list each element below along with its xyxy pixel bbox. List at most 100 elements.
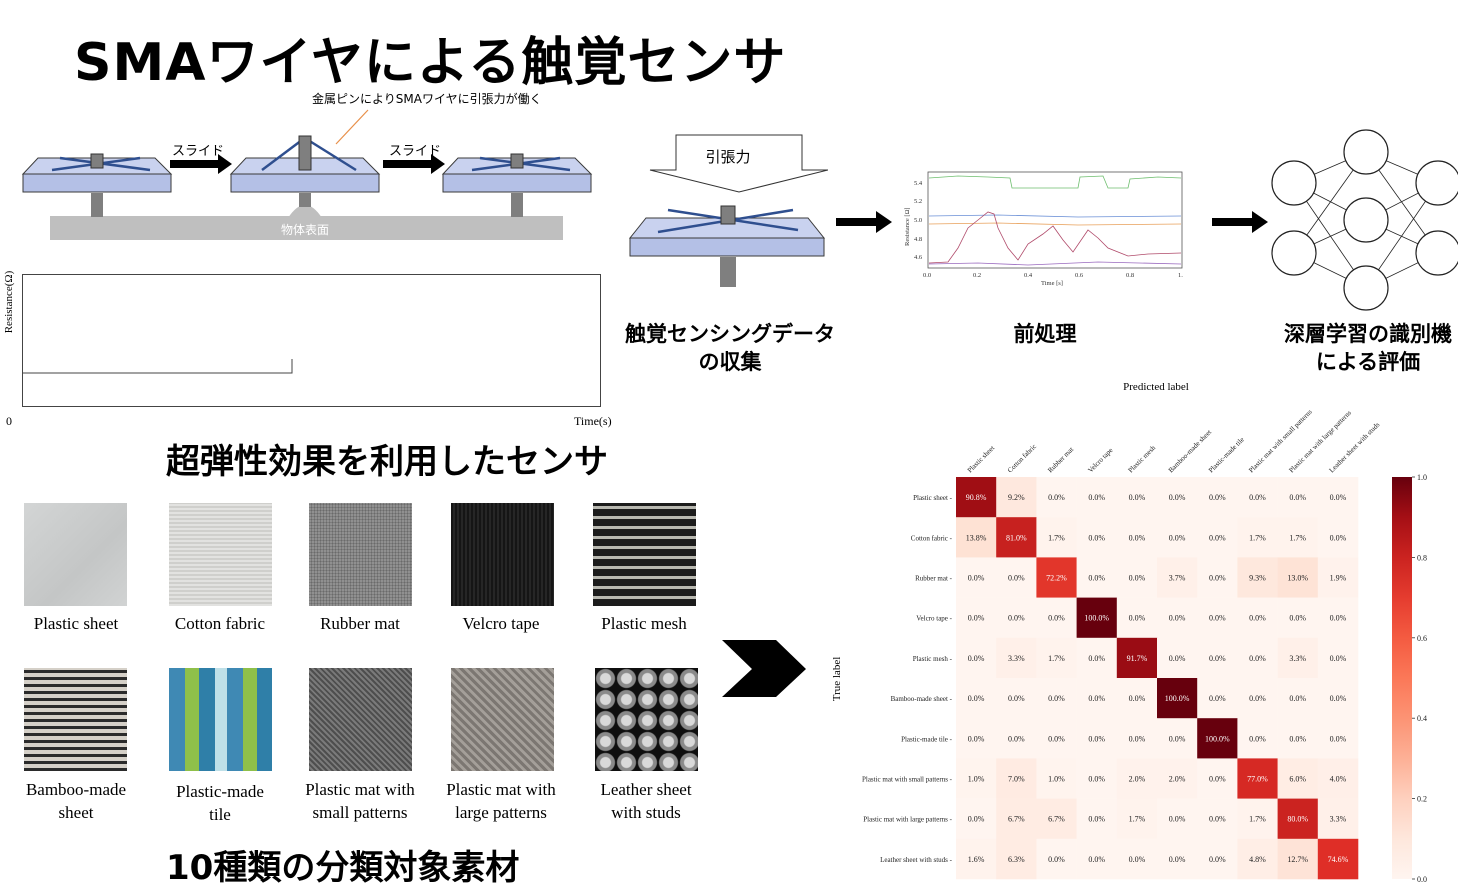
cell-value-label: 80.0%	[1287, 815, 1308, 824]
colorbar-tick-label: 0.6	[1417, 634, 1427, 643]
colorbar-tick-label: 1.0	[1417, 473, 1427, 482]
cell-value-label: 0.0%	[1289, 614, 1306, 623]
cell-value-label: 0.0%	[1330, 734, 1347, 743]
y-tick-label: Cotton fabric -	[911, 534, 953, 542]
x-tick-label: Plastic sheet	[966, 444, 996, 474]
cell-value-label: 0.0%	[1048, 855, 1065, 864]
heatmap-cell	[956, 678, 997, 719]
cell-value-label: 3.7%	[1169, 574, 1186, 583]
heatmap-cell	[1076, 477, 1118, 518]
colorbar-tick-label: 0.4	[1417, 714, 1427, 723]
swatch-plastic-mat-small	[309, 668, 412, 771]
heatmap-cell	[1317, 678, 1359, 719]
x-tick-label: Plastic mat with small patterns	[1247, 408, 1314, 475]
swatch-plastic-sheet	[24, 503, 127, 606]
heatmap-cell	[1237, 798, 1278, 840]
cell-value-label: 0.0%	[1249, 734, 1266, 743]
neural-network-icon	[1271, 129, 1458, 311]
heatmap-cell	[1237, 718, 1278, 759]
cell-value-label: 6.7%	[1008, 815, 1025, 824]
cell-value-label: 13.0%	[1287, 574, 1308, 583]
material-label: Cotton fabric	[174, 614, 266, 633]
cell-value-label: 1.6%	[968, 855, 985, 864]
cell-value-label: 72.2%	[1046, 574, 1067, 583]
y-tick-label: Plastic mat with large patterns -	[863, 816, 952, 824]
cell-value-label: 0.0%	[1048, 734, 1065, 743]
cell-value-label: 0.0%	[1209, 815, 1226, 824]
cell-value-label: 91.7%	[1127, 654, 1148, 663]
cell-value-label: 0.0%	[1209, 855, 1226, 864]
cell-value-label: 0.0%	[1129, 694, 1146, 703]
heatmap-cell	[1076, 517, 1118, 558]
heatmap-cell	[1237, 678, 1278, 719]
cell-value-label: 7.0%	[1008, 775, 1025, 784]
y-tick-label: Plastic-made tile -	[901, 735, 953, 743]
cell-value-label: 0.0%	[1330, 694, 1347, 703]
object-surface	[50, 216, 563, 240]
heatmap-cell	[1076, 557, 1118, 598]
y-tick-label: Velcro tape -	[916, 615, 952, 623]
swatch-plastic-mesh	[593, 503, 696, 606]
preprocessed-signal-plot: 5.4 5.2 5.0 4.8 4.6 0.0 0.2 0.4 0.6 0.8 …	[904, 171, 1183, 287]
heatmap-cell	[956, 597, 997, 639]
cell-value-label: 0.0%	[968, 614, 985, 623]
cell-value-label: 0.0%	[1008, 614, 1025, 623]
cell-value-label: 0.0%	[1169, 533, 1186, 542]
colorbar-tick-label: 0.8	[1417, 553, 1427, 562]
cell-value-label: 1.9%	[1330, 574, 1347, 583]
swatch-velcro-tape	[451, 503, 554, 606]
step-classify-caption: 深層学習の識別機 による評価	[1284, 322, 1452, 374]
ytick-2: 5.0	[914, 217, 922, 224]
cell-value-label: 90.8%	[966, 493, 987, 502]
cell-value-label: 12.7%	[1287, 855, 1308, 864]
cell-value-label: 0.0%	[968, 734, 985, 743]
cell-value-label: 0.0%	[1129, 734, 1146, 743]
swatch-plastic-mat-large	[451, 668, 554, 771]
cell-value-label: 0.0%	[1008, 734, 1025, 743]
cell-value-label: 2.0%	[1129, 775, 1146, 784]
heatmap-cell	[1157, 557, 1198, 598]
heatmap-cell	[1197, 477, 1238, 518]
xtick-5: 1.	[1178, 272, 1183, 279]
heatmap-cell	[1076, 637, 1118, 679]
cell-value-label: 9.2%	[1008, 493, 1025, 502]
cell-value-label: 77.0%	[1247, 775, 1268, 784]
heatmap-cell	[996, 678, 1037, 719]
cell-value-label: 0.0%	[1169, 855, 1186, 864]
colorbar-tick-label: 0.0	[1417, 875, 1427, 884]
cell-value-label: 0.0%	[1048, 614, 1065, 623]
heatmap-cell	[1116, 718, 1158, 759]
cell-value-label: 4.0%	[1330, 775, 1347, 784]
cell-value-label: 0.0%	[1169, 493, 1186, 502]
material-label: Rubber mat	[320, 614, 400, 633]
signal-ylabel: Resistance [Ω]	[904, 207, 911, 246]
heatmap-cell	[1116, 678, 1158, 719]
signal-xlabel: Time [s]	[1041, 280, 1063, 287]
cell-value-label: 6.7%	[1048, 815, 1065, 824]
cell-value-label: 0.0%	[1209, 694, 1226, 703]
swatch-cotton-fabric	[169, 503, 272, 606]
xtick-1: 0.2	[973, 272, 981, 279]
heatmap-cell	[1116, 517, 1158, 558]
cell-value-label: 0.0%	[1289, 734, 1306, 743]
cell-value-label: 1.0%	[1048, 775, 1065, 784]
pin-note: 金属ピンによりSMAワイヤに引張力が働く	[312, 92, 542, 106]
heatmap-cell	[1277, 758, 1319, 799]
material-label: Plastic mat with small patterns	[305, 780, 415, 822]
slide-label-left: スライド	[172, 144, 225, 159]
cell-value-label: 1.7%	[1048, 533, 1065, 542]
heatmap-cell	[996, 517, 1037, 558]
cell-value-label: 6.3%	[1008, 855, 1025, 864]
cell-value-label: 13.8%	[966, 533, 987, 542]
heatmap-cell	[1317, 838, 1359, 880]
heatmap-cell	[1237, 517, 1278, 558]
swatch-bamboo-made-sheet	[24, 668, 127, 771]
heatmap-cell	[1237, 637, 1278, 679]
cell-value-label: 0.0%	[1088, 775, 1105, 784]
slide-arrow-left	[170, 154, 232, 174]
material-label: Leather sheet with studs	[600, 780, 692, 822]
tension-label: 引張力	[705, 148, 751, 166]
heatmap-cell	[1197, 758, 1238, 799]
resistance-curve	[22, 359, 293, 374]
cell-value-label: 0.0%	[1129, 614, 1146, 623]
